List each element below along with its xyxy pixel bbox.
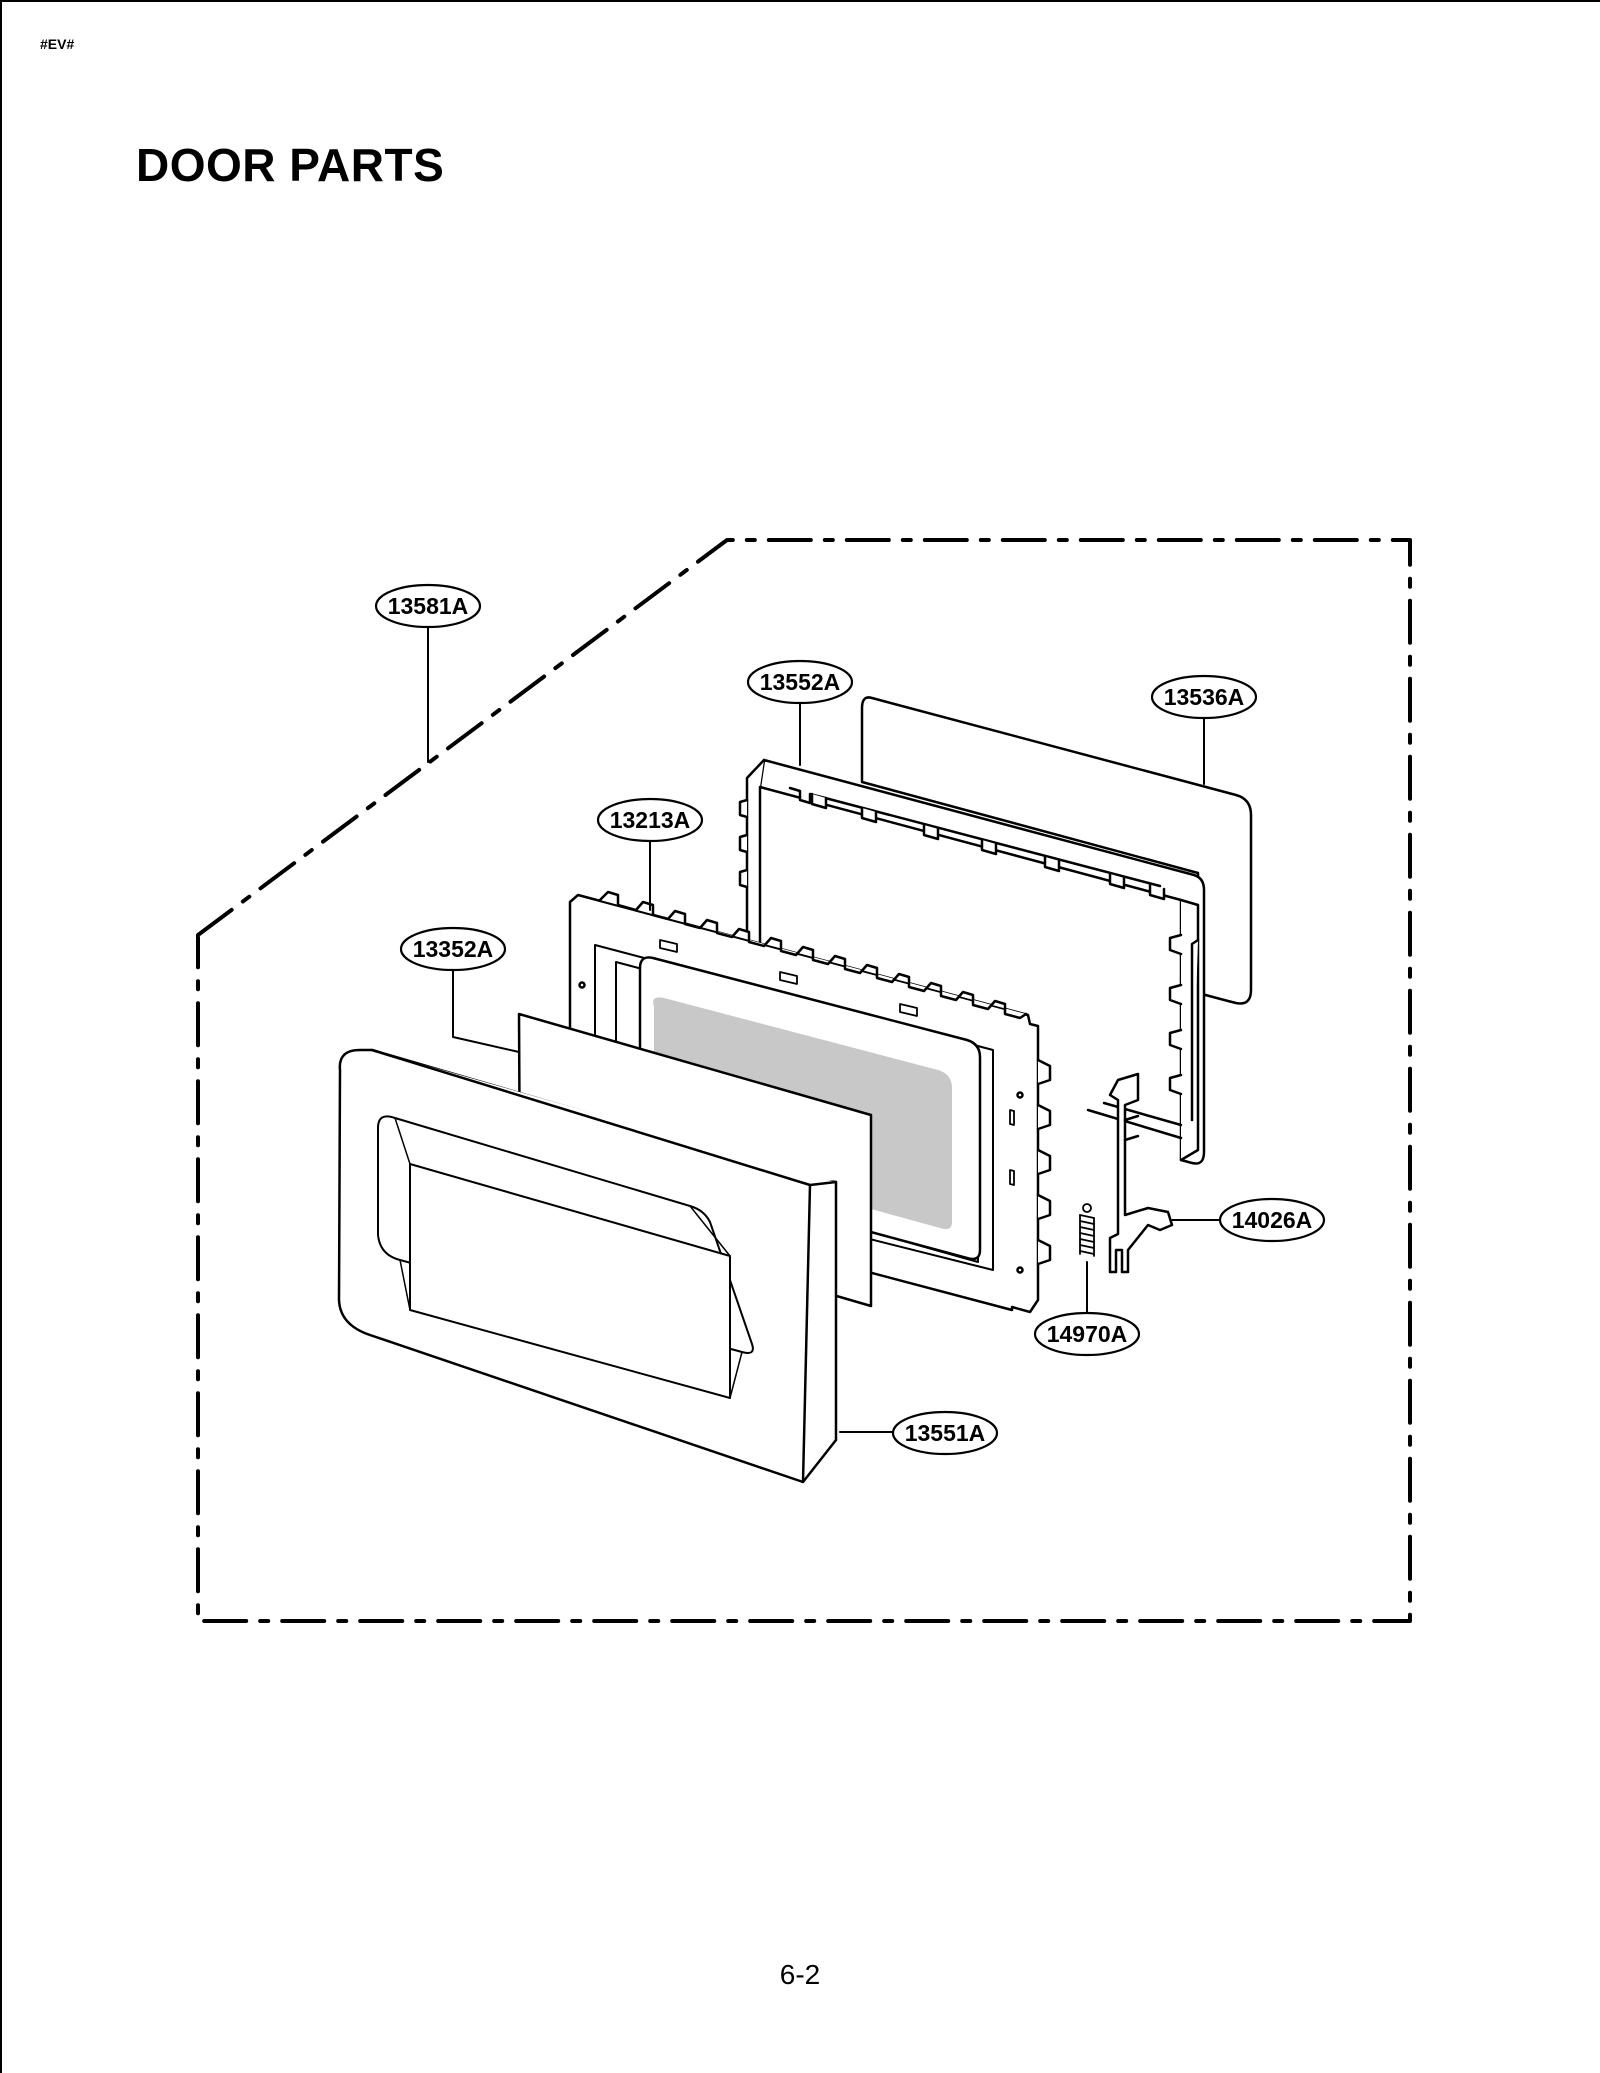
leader-lines [427,625,1221,1433]
corner-mark: #EV# [40,36,75,52]
page-title: DOOR PARTS [136,139,445,191]
door-front-part [337,1048,838,1484]
callout-13536a: 13536A [1164,684,1245,710]
assembly-boundary [196,538,1412,1623]
callout-13581a: 13581A [388,593,469,619]
page-number: 6-2 [779,1959,821,1990]
callout-13552a: 13552A [760,669,841,695]
spring-part [1079,1203,1095,1257]
latch-part [1108,1072,1174,1274]
callout-14026a: 14026A [1232,1207,1313,1233]
callout-13352a: 13352A [413,936,494,962]
callout-13551a: 13551A [905,1420,986,1446]
callout-ovals [374,583,1326,1456]
choke-cover-part [738,758,1206,1165]
screen-cover-part [860,696,1253,1005]
callout-13213a: 13213A [610,807,691,833]
callout-14970a: 14970A [1047,1321,1128,1347]
